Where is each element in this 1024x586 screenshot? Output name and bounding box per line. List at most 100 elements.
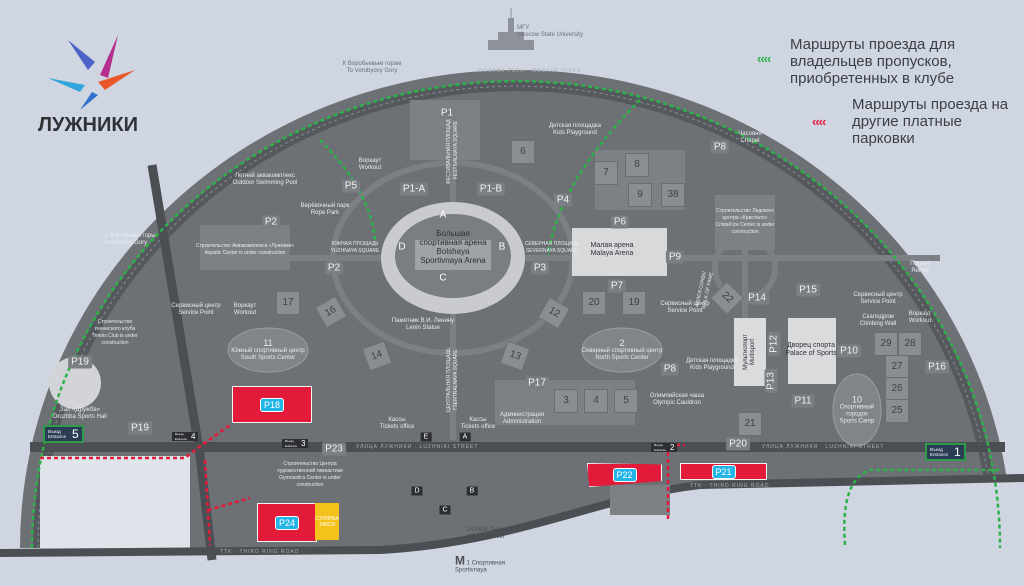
sports-camp-shape (832, 373, 882, 447)
parking-p17[interactable]: P17 (525, 376, 549, 390)
cristall-construction-label: Строительство Ледового центра «Кристалл»… (715, 208, 775, 235)
red-chevron-icon: ‹‹‹‹ (812, 114, 826, 129)
field-9[interactable]: 9 (628, 183, 652, 207)
field-19[interactable]: 19 (622, 291, 646, 315)
field-28[interactable]: 28 (898, 332, 922, 356)
parking-p2-north[interactable]: P2 (261, 215, 281, 229)
north-center-shape (581, 327, 663, 373)
field-5[interactable]: 5 (614, 389, 638, 413)
druzhba-label[interactable]: Зал «Дружба»Druzhba Sports Hall (53, 407, 107, 420)
parking-p2-south[interactable]: P2 (324, 261, 344, 275)
parking-p4[interactable]: P4 (553, 193, 573, 207)
parking-p3[interactable]: P3 (530, 261, 550, 275)
parking-p6[interactable]: P6 (610, 215, 630, 229)
field-7[interactable]: 7 (594, 161, 618, 185)
gate-a: A (459, 432, 471, 442)
palace-shape (788, 318, 836, 384)
parking-p11[interactable]: P11 (791, 394, 815, 408)
druzhba-shape (49, 357, 101, 409)
parking-p9[interactable]: P9 (665, 250, 685, 264)
parking-p1[interactable]: P1 (437, 106, 457, 120)
parking-p16[interactable]: P16 (925, 360, 949, 374)
parking-p20[interactable]: P20 (726, 437, 750, 451)
arena-sector-d: D (398, 241, 406, 253)
taxi-stand[interactable]: СТОЯНКА ТАКСИ (315, 503, 339, 540)
parking-p15[interactable]: P15 (796, 283, 820, 297)
field-8[interactable]: 8 (625, 153, 649, 177)
third-ring-road (0, 474, 1024, 557)
field-4[interactable]: 4 (584, 389, 608, 413)
field-29[interactable]: 29 (874, 332, 898, 356)
parking-p14[interactable]: P14 (745, 291, 769, 305)
parking-p1-b[interactable]: P1-B (476, 182, 506, 196)
field-6[interactable]: 6 (511, 140, 535, 164)
parking-p1-a[interactable]: P1-A (399, 182, 429, 196)
parking-p19-west[interactable]: P19 (68, 355, 92, 369)
field-26[interactable]: 26 (885, 377, 909, 401)
logo-mark (48, 35, 135, 110)
field-3[interactable]: 3 (554, 389, 578, 413)
arena-sector-a: A (439, 209, 447, 221)
luzhniki-street-label-east: УЛИЦА ЛУЖНИКИ · LUZHNIKI STREET (762, 444, 885, 450)
field-17[interactable]: 17 (276, 291, 300, 315)
parking-p7[interactable]: P7 (607, 279, 627, 293)
field-25[interactable]: 25 (885, 399, 909, 423)
parking-p8-north[interactable]: P8 (710, 140, 730, 154)
paid-lot-p21[interactable]: P21 (680, 463, 767, 480)
paid-lot-p22[interactable]: P22 (587, 463, 662, 487)
field-20[interactable]: 20 (582, 291, 606, 315)
gymnastics-construction-label: Строительство Центра художественной гимн… (277, 461, 343, 488)
ttk-label-east: ТТК · THIRD RING ROAD (690, 483, 770, 489)
field-27[interactable]: 27 (885, 355, 909, 379)
paid-lot-p24[interactable]: P24 (257, 503, 317, 542)
parking-p12[interactable]: P12 (767, 332, 781, 356)
parking-p19-south[interactable]: P19 (128, 421, 152, 435)
field-21[interactable]: 21 (738, 412, 762, 436)
parking-p23[interactable]: P23 (322, 442, 346, 456)
green-chevron-icon: ‹‹‹‹ (757, 51, 771, 66)
paid-lot-p18[interactable]: P18 (232, 386, 312, 423)
parking-p10[interactable]: P10 (837, 344, 861, 358)
field-38[interactable]: 38 (661, 183, 685, 207)
parking-p8-south[interactable]: P8 (660, 362, 680, 376)
logo-text: ЛУЖНИКИ (38, 114, 138, 136)
parking-p5[interactable]: P5 (341, 179, 361, 193)
luzhniki-street (30, 442, 1005, 452)
arena-sector-b: B (498, 241, 506, 253)
gate-d: D (411, 486, 423, 496)
parking-p13[interactable]: P13 (764, 369, 778, 393)
